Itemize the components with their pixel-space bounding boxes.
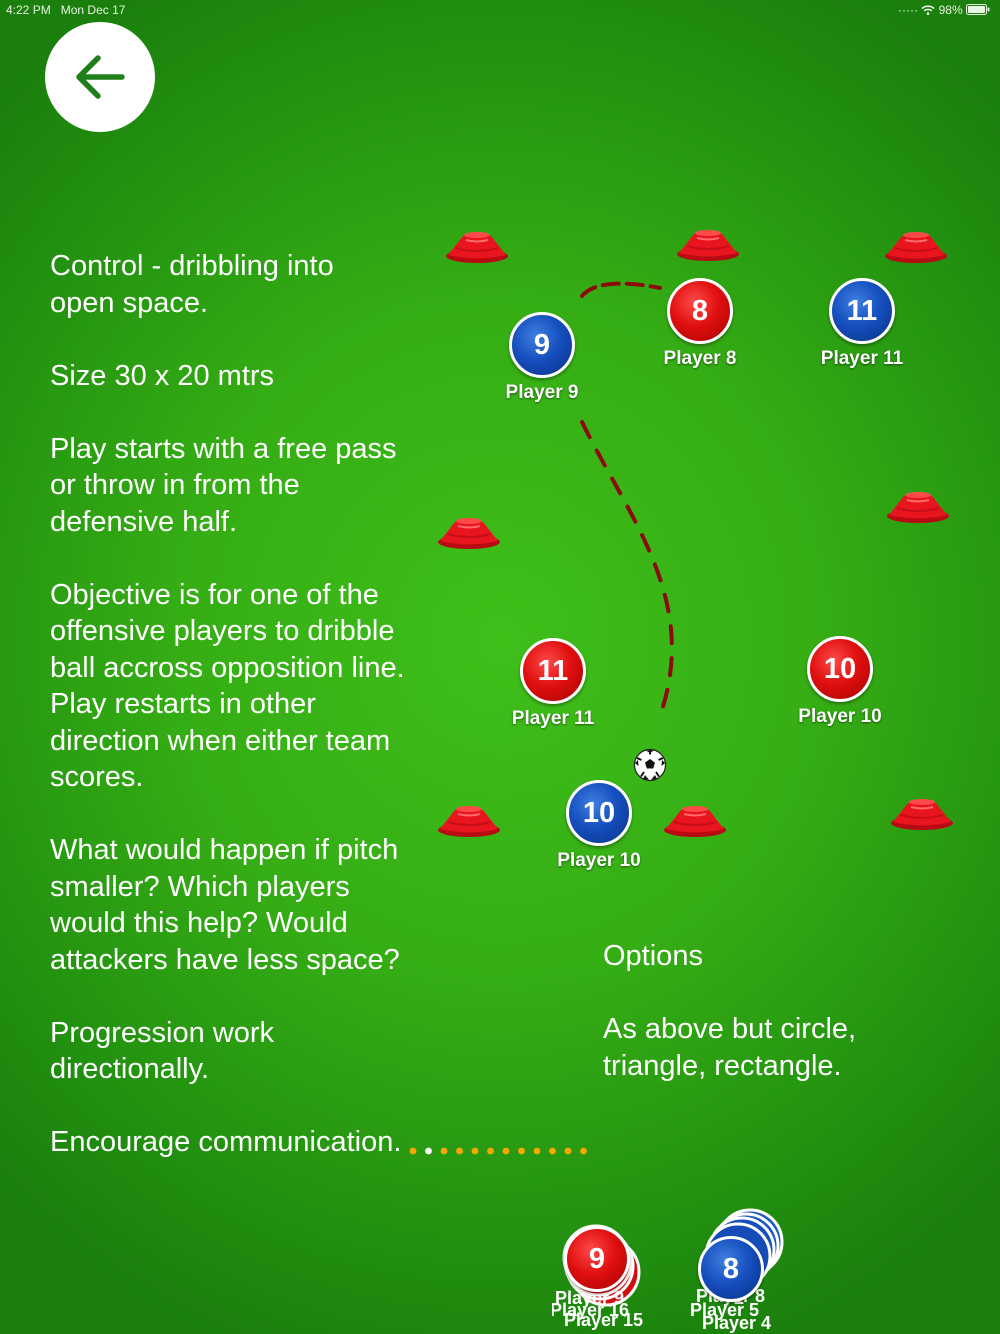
svg-text:Player 15: Player 15 [564, 1310, 643, 1330]
cone-icon[interactable] [444, 228, 510, 264]
page-dot[interactable] [425, 1147, 432, 1155]
cone-icon[interactable] [885, 488, 951, 524]
page-dot[interactable] [533, 1147, 541, 1155]
player-blue-10[interactable]: 10 Player 10 [557, 780, 641, 871]
note-progression: Progression work directionally. [50, 1016, 275, 1086]
drill-notes: Control - dribbling into open space. Siz… [50, 248, 470, 1197]
note-communication: Encourage communication. [50, 1126, 402, 1158]
football-icon[interactable] [633, 748, 667, 782]
note-objective: Objective is for one of the offensive pl… [50, 578, 405, 794]
player-blue-9[interactable]: 9 Player 9 [506, 312, 578, 403]
back-button[interactable] [45, 22, 155, 132]
svg-text:Player 5: Player 5 [690, 1300, 759, 1320]
player-disc[interactable]: 10 [807, 636, 873, 702]
options-title: Options [603, 940, 703, 972]
player-red-11[interactable]: 11 Player 11 [512, 638, 594, 729]
cone-icon[interactable] [883, 228, 949, 264]
cone-icon[interactable] [675, 226, 741, 262]
player-label: Player 11 [511, 708, 595, 729]
player-red-8[interactable]: 8 Player 8 [664, 278, 736, 369]
page-dot[interactable] [409, 1147, 417, 1155]
player-disc[interactable]: 9 [509, 312, 575, 378]
player-label: Player 9 [505, 382, 579, 403]
page-dot[interactable] [456, 1147, 463, 1155]
page-dot[interactable] [471, 1147, 479, 1155]
page-dot[interactable] [518, 1147, 525, 1155]
page-dot[interactable] [487, 1147, 494, 1155]
cone-icon[interactable] [436, 802, 502, 838]
battery-percent: 98% [938, 3, 963, 17]
signal-dots-icon: ····· [897, 3, 918, 17]
note-title: Control - dribbling into open space. [50, 250, 334, 319]
status-bar: 4:22 PM Mon Dec 17 ····· 98% [0, 0, 1000, 20]
battery-icon [966, 4, 990, 15]
player-label: Player 11 [820, 348, 904, 369]
player-red-10[interactable]: 10 Player 10 [798, 636, 882, 727]
options-text: As above but circle, triangle, rectangle… [603, 1013, 857, 1082]
note-questions: What would happen if pitch smaller? Whic… [50, 834, 400, 976]
red-player-stack[interactable]: Player 9 Player 16 Player 15 9 [552, 1220, 662, 1334]
arrow-left-icon [76, 55, 125, 99]
note-play-start: Play starts with a free pass or throw in… [50, 432, 397, 538]
svg-text:Player 4: Player 4 [702, 1313, 771, 1333]
player-blue-11[interactable]: 11 Player 11 [821, 278, 903, 369]
cone-icon[interactable] [889, 795, 955, 831]
page-dot[interactable] [564, 1147, 572, 1155]
status-time-date: 4:22 PM Mon Dec 17 [6, 3, 126, 17]
player-disc[interactable]: 11 [829, 278, 895, 344]
page-indicator[interactable] [408, 1145, 598, 1157]
player-label: Player 8 [663, 348, 737, 369]
run-path-main [580, 420, 674, 718]
player-disc[interactable]: 10 [566, 780, 632, 846]
note-size: Size 30 x 20 mtrs [50, 359, 275, 392]
player-label: Player 10 [557, 850, 641, 871]
page-dot[interactable] [580, 1147, 587, 1155]
cone-icon[interactable] [436, 514, 502, 550]
page-dot[interactable] [502, 1147, 510, 1155]
blue-player-stack[interactable]: Player 8 2 Player 5 Player 4 8 [688, 1206, 800, 1334]
cone-icon[interactable] [662, 802, 728, 838]
player-label: Player 10 [798, 706, 882, 727]
player-disc[interactable]: 8 [667, 278, 733, 344]
page-dot[interactable] [440, 1147, 448, 1155]
player-disc[interactable]: 11 [520, 638, 586, 704]
page-dot[interactable] [549, 1147, 556, 1155]
options-section: Options As above but circle, triangle, r… [603, 938, 963, 1121]
stack-top-disc[interactable]: 9 [564, 1226, 630, 1292]
svg-text:Player 9: Player 9 [555, 1288, 624, 1308]
svg-text:Player 16: Player 16 [552, 1300, 629, 1320]
stack-top-disc[interactable]: 8 [698, 1236, 764, 1302]
status-right: ····· 98% [898, 3, 990, 17]
wifi-icon [921, 5, 935, 15]
run-path-top [580, 281, 662, 298]
